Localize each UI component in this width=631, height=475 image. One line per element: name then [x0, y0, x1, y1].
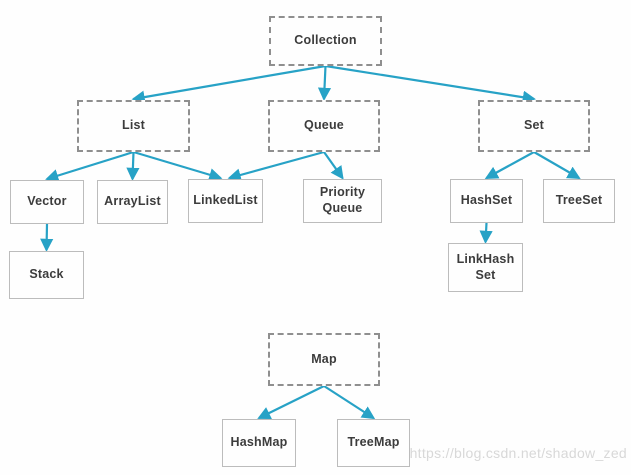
node-label-linkedlist: LinkedList — [193, 193, 258, 208]
node-label-set: Set — [523, 118, 545, 133]
node-vector: Vector — [10, 180, 84, 224]
node-label-linkhashset: LinkHash Set — [456, 251, 515, 282]
node-stack: Stack — [9, 251, 84, 299]
edge-map-to-hashmap — [257, 385, 325, 419]
node-label-hashset: HashSet — [460, 193, 513, 208]
node-label-hashmap: HashMap — [230, 435, 288, 450]
watermark: https://blog.csdn.net/shadow_zed — [409, 445, 627, 461]
edge-collection-to-list — [131, 64, 326, 104]
edge-queue-to-linkedlist — [227, 150, 325, 182]
edge-collection-to-queue — [317, 65, 332, 101]
node-collection: Collection — [269, 16, 382, 66]
node-map: Map — [268, 333, 380, 386]
node-hashset: HashSet — [450, 179, 523, 223]
node-linkhashset: LinkHash Set — [448, 243, 523, 292]
node-treeset: TreeSet — [543, 179, 615, 223]
edge-set-to-treeset — [533, 151, 581, 179]
edge-list-to-arraylist — [126, 151, 140, 181]
node-label-list: List — [121, 118, 146, 133]
node-label-treeset: TreeSet — [555, 193, 603, 208]
node-label-treemap: TreeMap — [347, 435, 400, 450]
node-linkedlist: LinkedList — [188, 179, 263, 223]
edge-map-to-treemap — [323, 385, 376, 420]
edge-set-to-hashset — [484, 151, 535, 179]
node-label-arraylist: ArrayList — [104, 194, 161, 209]
node-hashmap: HashMap — [222, 419, 296, 467]
node-label-queue: Queue — [304, 118, 344, 133]
node-label-map: Map — [311, 351, 337, 366]
node-arraylist: ArrayList — [97, 180, 168, 224]
node-set: Set — [478, 100, 590, 152]
node-label-stack: Stack — [29, 267, 64, 282]
edge-hashset-to-linkhashset — [479, 222, 493, 244]
node-treemap: TreeMap — [337, 419, 410, 467]
node-label-vector: Vector — [27, 194, 67, 209]
node-priorityqueue: Priority Queue — [303, 179, 382, 223]
edge-vector-to-stack — [40, 223, 54, 252]
edge-list-to-linkedlist — [133, 150, 223, 182]
node-list: List — [77, 100, 190, 152]
edge-queue-to-priorityqueue — [323, 151, 344, 180]
node-label-priorityqueue: Priority Queue — [319, 185, 366, 215]
node-queue: Queue — [268, 100, 380, 152]
node-label-collection: Collection — [294, 33, 357, 48]
edge-collection-to-set — [325, 64, 536, 104]
edge-list-to-vector — [45, 150, 134, 182]
